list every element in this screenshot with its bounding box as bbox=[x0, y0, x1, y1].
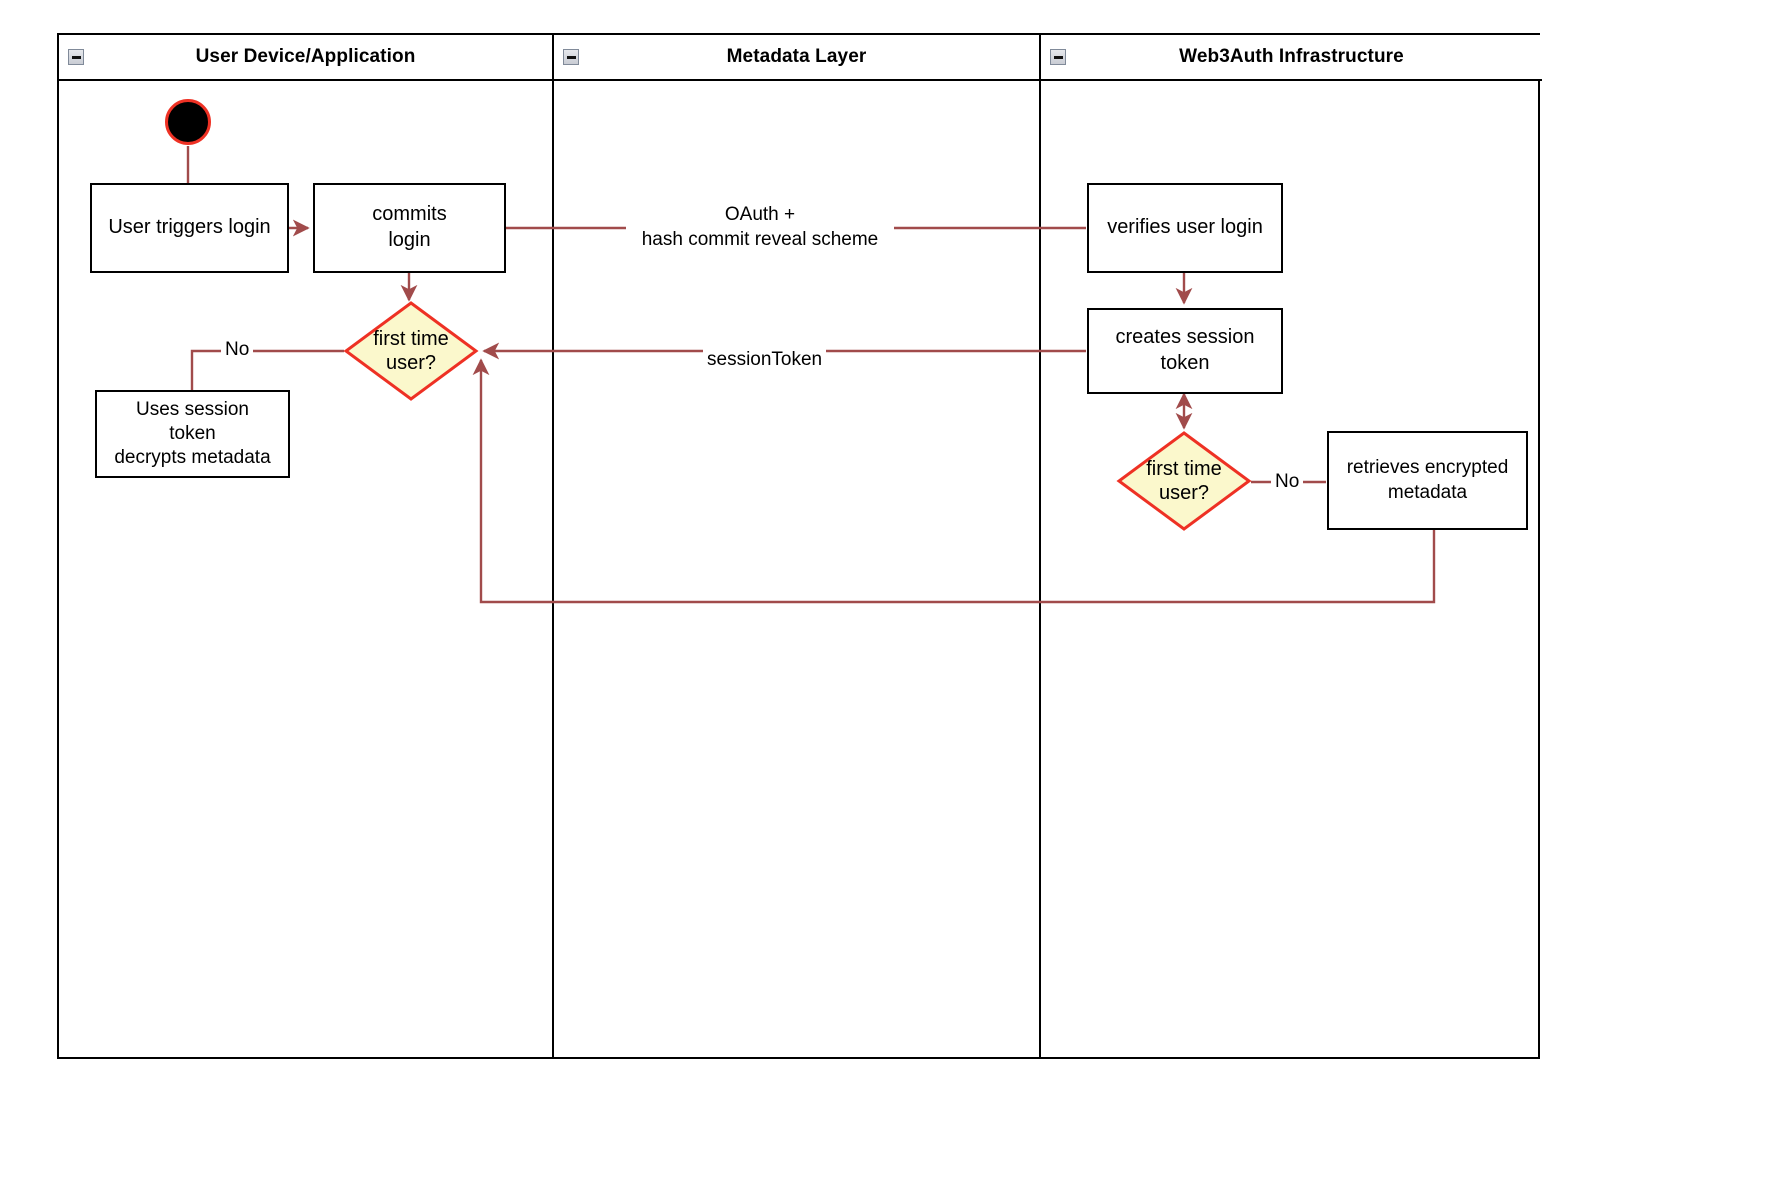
decision-first-time-user-left[interactable]: first time user? bbox=[343, 301, 479, 401]
initial-node[interactable] bbox=[165, 99, 211, 145]
activity-verifies-user-login[interactable]: verifies user login bbox=[1087, 183, 1283, 273]
lane-header-user-device: User Device/Application bbox=[59, 35, 552, 81]
lane-header-metadata-layer: Metadata Layer bbox=[554, 35, 1039, 81]
swimlane-metadata-layer[interactable]: Metadata Layer bbox=[552, 35, 1039, 1057]
activity-label: retrieves encrypted metadata bbox=[1346, 457, 1509, 503]
lane-header-web3auth: Web3Auth Infrastructure bbox=[1041, 35, 1542, 81]
activity-label: User triggers login bbox=[108, 216, 271, 239]
lane-title-user-device: User Device/Application bbox=[195, 46, 416, 67]
lane-title-web3auth: Web3Auth Infrastructure bbox=[1179, 46, 1404, 67]
activity-label: Uses session token decrypts metadata bbox=[114, 398, 271, 469]
activity-creates-session-token[interactable]: creates session token bbox=[1087, 308, 1283, 394]
activity-label: verifies user login bbox=[1107, 216, 1263, 239]
lane-title-metadata-layer: Metadata Layer bbox=[726, 46, 867, 67]
minus-icon[interactable] bbox=[68, 49, 84, 65]
minus-icon[interactable] bbox=[563, 49, 579, 65]
decision-shape bbox=[1116, 431, 1252, 531]
activity-user-triggers-login[interactable]: User triggers login bbox=[90, 183, 289, 273]
activity-label: creates session token bbox=[1115, 326, 1255, 374]
edge-label-no-left: No bbox=[221, 338, 254, 363]
activity-uses-session-token[interactable]: Uses session token decrypts metadata bbox=[95, 390, 290, 478]
swimlane-user-device[interactable]: User Device/Application bbox=[59, 35, 552, 1057]
decision-first-time-user-right[interactable]: first time user? bbox=[1116, 431, 1252, 531]
minus-icon[interactable] bbox=[1050, 49, 1066, 65]
decision-shape bbox=[343, 301, 479, 401]
edge-label-no-right: No bbox=[1271, 470, 1304, 495]
edge-label-oauth: OAuth + hash commit reveal scheme bbox=[626, 203, 894, 253]
activity-retrieves-encrypted-metadata[interactable]: retrieves encrypted metadata bbox=[1327, 431, 1528, 530]
activity-label: commits login bbox=[372, 203, 447, 251]
activity-commits-login[interactable]: commits login bbox=[313, 183, 506, 273]
edge-label-session-token: sessionToken bbox=[703, 348, 827, 373]
